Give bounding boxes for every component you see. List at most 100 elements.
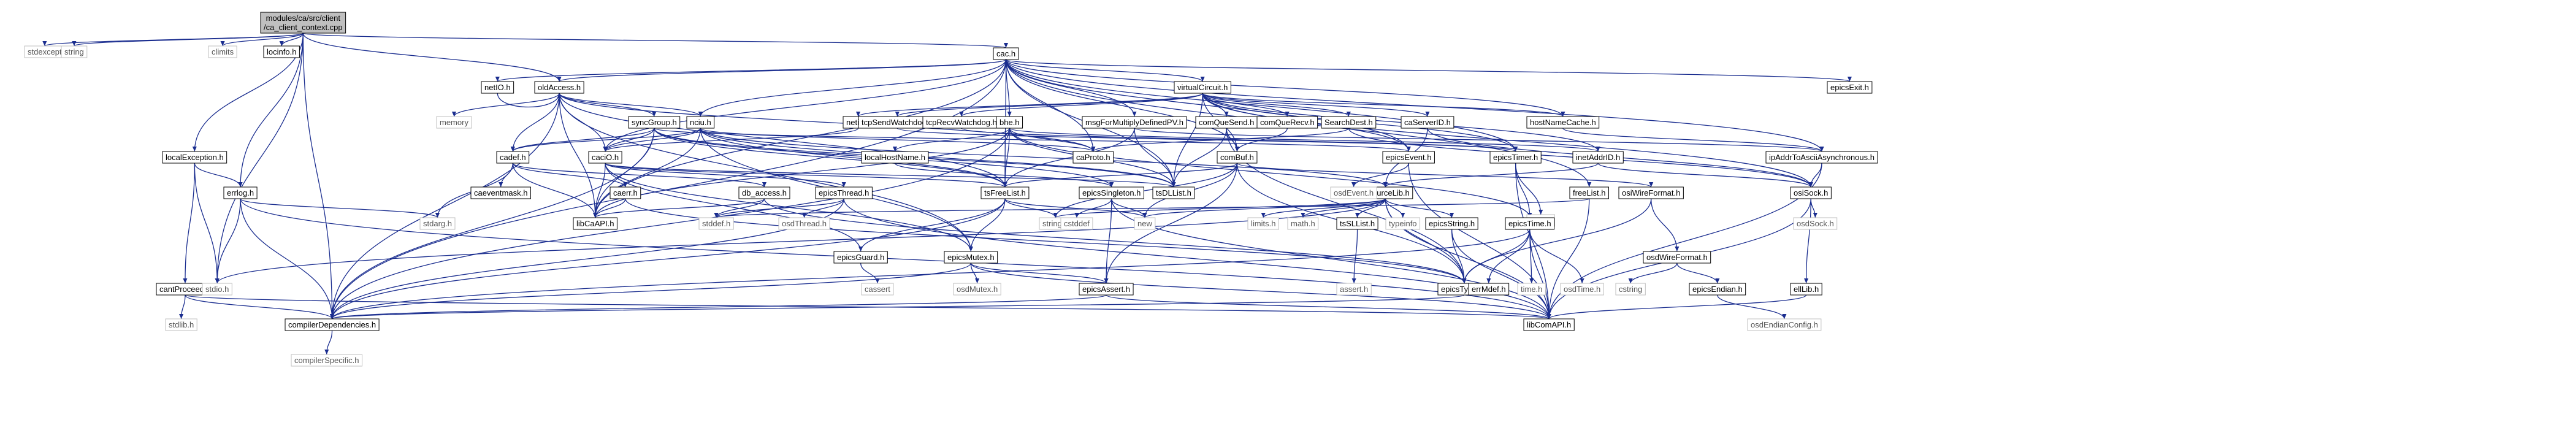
edge-bhe-to-caProto <box>1009 128 1096 152</box>
node-comBuf[interactable]: comBuf.h <box>1217 151 1258 164</box>
node-netiO[interactable]: netIO.h <box>481 81 514 94</box>
node-caciO[interactable]: caciO.h <box>588 151 622 164</box>
node-localHostName[interactable]: localHostName.h <box>861 151 929 164</box>
node-box <box>165 318 197 331</box>
node-osdTime: osdTime.h <box>1560 283 1604 296</box>
edge-oldAccess-to-tsFreeList <box>559 93 1007 188</box>
node-oldAccess[interactable]: oldAccess.h <box>534 81 584 94</box>
node-tsDLList[interactable]: tsDLList.h <box>1152 186 1195 199</box>
node-label: stdarg.h <box>423 219 452 228</box>
node-locinfo[interactable]: locinfo.h <box>263 45 300 58</box>
node-label: ipAddrToAsciiAsynchronous.h <box>1769 153 1875 162</box>
node-label: time.h <box>1521 285 1542 294</box>
node-limits: limits.h <box>1247 217 1279 230</box>
node-box <box>993 47 1019 60</box>
node-libComAPI[interactable]: libComAPI.h <box>1523 318 1575 331</box>
node-tsSLList[interactable]: tsSLList.h <box>1336 217 1378 230</box>
edge-localException-to-stdio <box>194 163 220 284</box>
node-box <box>698 217 734 230</box>
node-label: tsDLList.h <box>1156 188 1191 197</box>
node-osiWireFormat[interactable]: osiWireFormat.h <box>1618 186 1684 199</box>
node-box <box>208 45 237 58</box>
node-epicsEndian[interactable]: epicsEndian.h <box>1689 283 1746 296</box>
node-math: math.h <box>1287 217 1319 230</box>
node-cach[interactable]: cac.h <box>993 47 1019 60</box>
node-comQueRecv[interactable]: comQueRecv.h <box>1256 116 1318 129</box>
node-label: cac.h <box>996 49 1015 58</box>
node-label: epicsSingleton.h <box>1082 188 1141 197</box>
node-errMdef[interactable]: errMdef.h <box>1468 283 1510 296</box>
node-nciu[interactable]: nciu.h <box>686 116 715 129</box>
edge-caerr-to-epicsTypes <box>625 198 1467 284</box>
edge-cadef-to-db_access <box>512 163 766 188</box>
node-box <box>162 151 227 164</box>
node-caerr[interactable]: caerr.h <box>610 186 641 199</box>
edge-caciO-to-tsDLList <box>605 163 1176 188</box>
node-epicsSingleton[interactable]: epicsSingleton.h <box>1079 186 1144 199</box>
node-label: epicsTime.h <box>1508 219 1551 228</box>
node-box <box>1330 186 1377 199</box>
node-epicsEvent[interactable]: epicsEvent.h <box>1382 151 1435 164</box>
edge-cach-to-ipAddrToAscii <box>1005 59 1824 152</box>
node-searchDest[interactable]: SearchDest.h <box>1321 116 1377 129</box>
edge-virtualCircuit-to-tcpSendWatchdog <box>895 93 1203 117</box>
edge-localHostName-to-epicsSingleton <box>894 163 1114 188</box>
edge-epicsTime-to-osdTime <box>1529 229 1584 284</box>
node-comQueSend[interactable]: comQueSend.h <box>1195 116 1258 129</box>
node-box <box>944 251 998 264</box>
node-inetAddrID[interactable]: inetAddrID.h <box>1572 151 1624 164</box>
node-msgForMultiply[interactable]: msgForMultiplyDefinedPV.h <box>1082 116 1187 129</box>
node-syncGroup[interactable]: syncGroup.h <box>628 116 681 129</box>
node-osdWireFormat[interactable]: osdWireFormat.h <box>1643 251 1711 264</box>
edge-comQueRecv-to-comBuf <box>1234 128 1288 152</box>
node-compilerDeps[interactable]: compilerDependencies.h <box>285 318 380 331</box>
node-caeventmask[interactable]: caeventmask.h <box>470 186 531 199</box>
node-epicsAssert[interactable]: epicsAssert.h <box>1079 283 1134 296</box>
node-caProto[interactable]: caProto.h <box>1072 151 1114 164</box>
node-label: osiSock.h <box>1794 188 1828 197</box>
node-string: string <box>61 45 88 58</box>
node-epicsThread[interactable]: epicsThread.h <box>815 186 873 199</box>
edge-errlog-to-compilerDeps <box>240 198 335 320</box>
node-box <box>1336 283 1372 296</box>
node-hostNameCache[interactable]: hostNameCache.h <box>1526 116 1600 129</box>
node-tcpRecvWatchdog[interactable]: tcpRecvWatchdog.h <box>922 116 1001 129</box>
node-ipAddrToAscii[interactable]: ipAddrToAsciiAsynchronous.h <box>1765 151 1878 164</box>
node-epicsGuard[interactable]: epicsGuard.h <box>833 251 888 264</box>
node-cadef[interactable]: cadef.h <box>496 151 530 164</box>
edge-tcpRecvWatchdog-to-epicsTimer <box>961 128 1518 152</box>
node-label: caerr.h <box>613 188 638 197</box>
edge-comBuf-to-stringh <box>1053 163 1238 218</box>
edge-epicsEvent-to-libComAPI <box>1408 163 1551 320</box>
node-epicsString[interactable]: epicsString.h <box>1425 217 1478 230</box>
node-label: limits.h <box>1251 219 1275 228</box>
node-tsFreeList[interactable]: tsFreeList.h <box>980 186 1030 199</box>
node-epicsExit[interactable]: epicsExit.h <box>1827 81 1873 94</box>
edge-bhe-to-compilerDeps <box>329 128 1010 320</box>
node-box <box>1217 151 1258 164</box>
node-label: epicsString.h <box>1429 219 1475 228</box>
edge-oldAccess-to-memory <box>451 93 560 117</box>
edge-cach-to-caProto <box>1005 59 1096 152</box>
node-epicsTime[interactable]: epicsTime.h <box>1505 217 1555 230</box>
edge-resourceLib-to-newh <box>1142 198 1386 218</box>
node-epicsTimer[interactable]: epicsTimer.h <box>1489 151 1542 164</box>
node-virtualCircuit[interactable]: virtualCircuit.h <box>1174 81 1231 94</box>
node-label: cassert <box>865 285 890 294</box>
node-localException[interactable]: localException.h <box>162 151 227 164</box>
node-bhe[interactable]: bhe.h <box>996 116 1023 129</box>
node-db_access[interactable]: db_access.h <box>738 186 790 199</box>
node-ellLib[interactable]: ellLib.h <box>1790 283 1822 296</box>
node-root[interactable]: modules/ca/src/client/ca_client_context.… <box>260 12 346 34</box>
node-cantProceed[interactable]: cantProceed.h <box>156 283 215 296</box>
node-tcpSendWatchdog[interactable]: tcpSendWatchdog.h <box>858 116 937 129</box>
node-box <box>1152 186 1195 199</box>
node-libCaAPI[interactable]: libCaAPI.h <box>573 217 617 230</box>
node-freeList[interactable]: freeList.h <box>1569 186 1609 199</box>
node-errlog[interactable]: errlog.h <box>223 186 258 199</box>
node-osiSock[interactable]: osiSock.h <box>1790 186 1832 199</box>
node-epicsMutex[interactable]: epicsMutex.h <box>944 251 998 264</box>
node-caServerID[interactable]: caServerID.h <box>1401 116 1454 129</box>
node-box <box>1060 217 1093 230</box>
node-box <box>1560 283 1604 296</box>
